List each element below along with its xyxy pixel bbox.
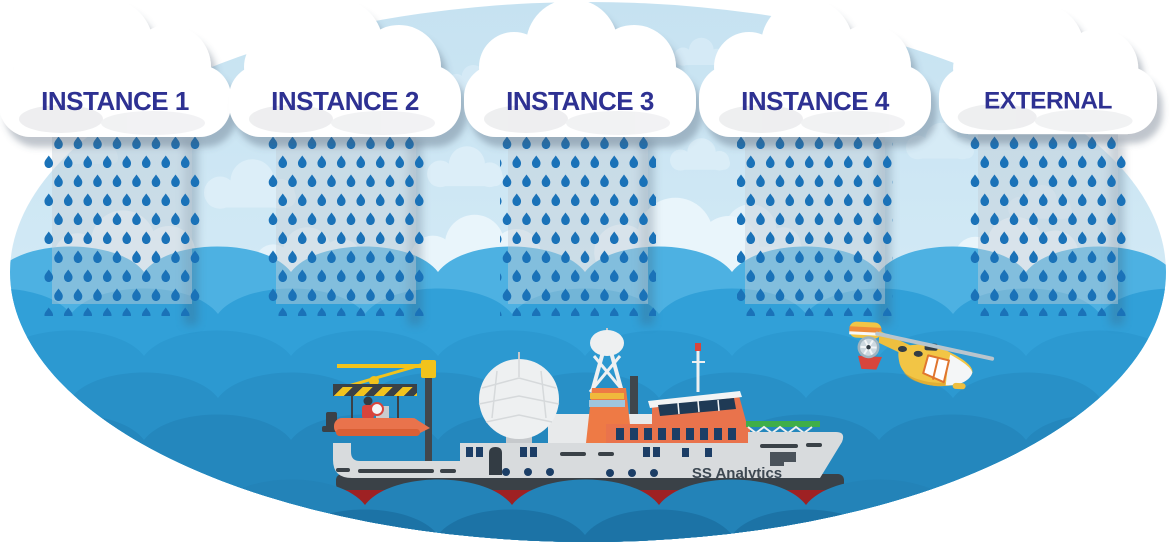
rain-drops [500, 130, 656, 316]
crane-pulley [369, 376, 379, 386]
foreground-waves [10, 479, 1166, 542]
rain-column-instance-1 [44, 126, 200, 325]
ship-name: SS Analytics [692, 465, 782, 482]
cabin-window [913, 350, 923, 357]
crane-cap [421, 360, 436, 378]
superstructure [478, 328, 820, 444]
tail-fin [849, 321, 882, 339]
rain-drops [970, 130, 1126, 316]
cloud-label-external: EXTERNAL [984, 88, 1112, 115]
crane-post [425, 372, 432, 461]
mast-radome [590, 330, 624, 356]
cabin-window [897, 346, 907, 353]
portholes [502, 468, 658, 477]
cloud-label-instance-1: INSTANCE 1 [41, 86, 189, 116]
cloud-label-instance-3: INSTANCE 3 [506, 86, 654, 116]
bow-mast [692, 343, 705, 392]
exhaust-pipe [630, 376, 638, 438]
bow-deck-truss [746, 421, 820, 435]
rain-drops [44, 130, 200, 316]
cloud-label-instance-4: INSTANCE 4 [741, 86, 890, 116]
cloud-instance-4: INSTANCE 4 [699, 0, 931, 137]
rain-drops [268, 130, 424, 316]
rain-column-instance-4 [737, 126, 893, 325]
main-rotor-blade [875, 331, 995, 361]
cloud-instance-1: INSTANCE 1 [0, 0, 231, 137]
tail-skid [858, 355, 883, 370]
hazard-beam [333, 387, 417, 396]
cloud-label-instance-2: INSTANCE 2 [271, 86, 419, 116]
deck-crane [333, 360, 436, 461]
lattice-mast [588, 328, 626, 393]
cloud-instance-3: INSTANCE 3 [464, 0, 696, 137]
crane-jib [337, 364, 427, 368]
rain-column-external [970, 126, 1126, 325]
radar-dome [478, 352, 560, 443]
tail-rotor [857, 336, 880, 359]
life-ring [370, 402, 384, 416]
hull-details [336, 443, 822, 477]
rain-column-instance-2 [268, 126, 424, 325]
rain-columns [44, 126, 1126, 325]
deck-windows [466, 447, 712, 457]
nose-cone [945, 354, 973, 386]
cloud-external: EXTERNAL [938, 4, 1158, 135]
rain-column-instance-3 [500, 126, 656, 325]
cloud-instance-2: INSTANCE 2 [229, 0, 461, 137]
hull [333, 432, 844, 478]
rain-drops [737, 130, 893, 316]
deck-door [489, 447, 502, 475]
helicopter [849, 321, 995, 390]
instance-clouds: INSTANCE 1 INSTANCE 2 INSTANCE 3 INSTANC… [0, 0, 1158, 137]
bridge-windows [658, 398, 736, 416]
deckhouse-window-row [616, 428, 736, 440]
lifeboat [322, 396, 430, 436]
crew-member [363, 396, 373, 406]
